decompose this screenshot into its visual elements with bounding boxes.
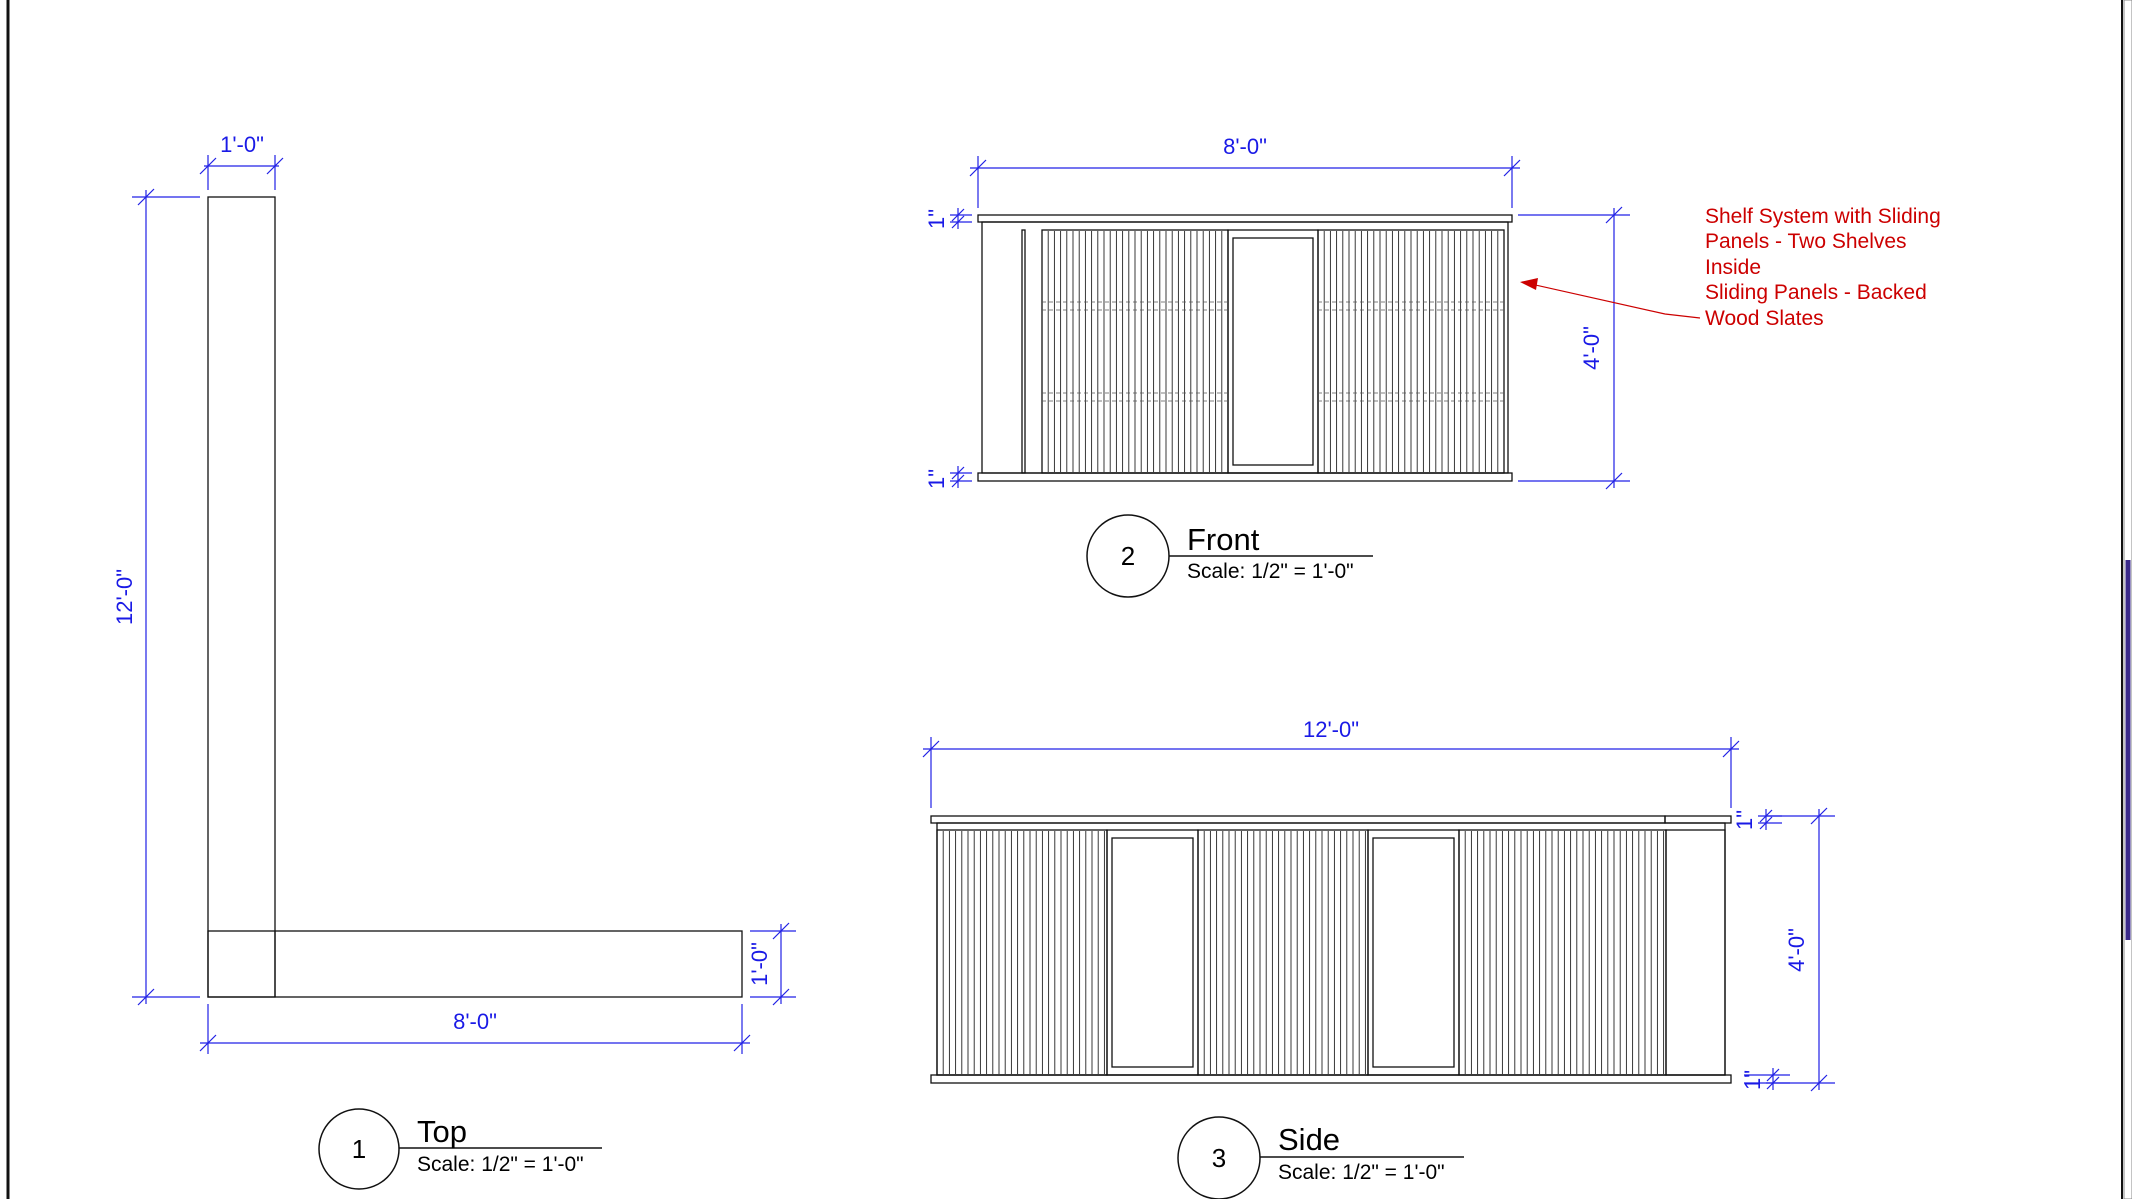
front-width-dimension: 8'-0" [969, 134, 1521, 208]
side-view: 12'-0" 4'-0" 1" 1" [922, 717, 1835, 1199]
side-bottom-thickness-label: 1" [1740, 1070, 1765, 1090]
front-open-panel [1227, 229, 1319, 474]
top-view-title: 1 Top Scale: 1/2" = 1'-0" [318, 1108, 602, 1190]
front-top-thickness-dimension: 1" [924, 208, 972, 229]
side-top-thickness-dimension: 1" [1732, 809, 1782, 830]
side-open-panel-2 [1367, 829, 1460, 1076]
front-view-title: 2 Front Scale: 1/2" = 1'-0" [1086, 514, 1373, 598]
front-bottom-thickness-label: 1" [924, 469, 949, 489]
side-view-outline [930, 815, 1732, 1084]
front-width-label: 8'-0" [1223, 134, 1267, 159]
front-shelf-lines [1042, 301, 1504, 402]
note-line-3: Inside [1705, 256, 1761, 279]
side-view-title: 3 Side Scale: 1/2" = 1'-0" [1177, 1116, 1464, 1199]
side-height-dimension: 4'-0" [1766, 807, 1835, 1092]
view-scale: Scale: 1/2" = 1'-0" [1187, 560, 1354, 583]
view-number-circle [1177, 1116, 1261, 1199]
side-height-label: 4'-0" [1784, 928, 1809, 972]
top-width-label: 1'-0" [220, 132, 264, 157]
view-scale: Scale: 1/2" = 1'-0" [417, 1153, 584, 1176]
top-height-label: 12'-0" [112, 569, 137, 625]
side-top-thickness-label: 1" [1732, 810, 1757, 830]
view-number: 1 [352, 1134, 366, 1164]
top-bottom-width-label: 8'-0" [453, 1009, 497, 1034]
side-bottom-thickness-dimension: 1" [1740, 1068, 1790, 1090]
view-title: Front [1187, 522, 1260, 557]
side-open-panel-1 [1106, 829, 1199, 1076]
front-height-dimension: 4'-0" [1518, 206, 1630, 490]
view-number: 3 [1212, 1143, 1226, 1173]
view-title: Side [1278, 1122, 1340, 1157]
view-title: Top [417, 1114, 467, 1149]
side-slats [942, 831, 1665, 1074]
top-view: 1'-0" 12'-0" 8'-0" 1'-0" [112, 132, 796, 1190]
note-line-2: Panels - Two Shelves [1705, 230, 1907, 253]
annotation-leader [1520, 278, 1701, 319]
top-width-dimension: 1'-0" [199, 132, 284, 190]
top-leg-height-dimension: 1'-0" [747, 922, 796, 1006]
annotation-note: Shelf System with Sliding Panels - Two S… [1705, 205, 1941, 330]
top-view-outline [207, 196, 743, 998]
view-number-circle [318, 1108, 400, 1190]
front-top-thickness-label: 1" [924, 209, 949, 229]
front-height-label: 4'-0" [1579, 326, 1604, 370]
top-bottom-width-dimension: 8'-0" [199, 1004, 751, 1054]
front-view-outline [977, 214, 1513, 482]
note-line-5: Wood Slates [1705, 307, 1824, 330]
note-line-1: Shelf System with Sliding [1705, 205, 1941, 228]
front-bottom-thickness-dimension: 1" [924, 466, 972, 489]
side-width-label: 12'-0" [1303, 717, 1359, 742]
top-height-dimension: 12'-0" [112, 188, 200, 1006]
front-slats [1047, 231, 1499, 472]
view-scale: Scale: 1/2" = 1'-0" [1278, 1161, 1445, 1184]
note-line-4: Sliding Panels - Backed [1705, 281, 1927, 304]
front-view: 8'-0" 4'-0" 1" 1" [924, 134, 1941, 598]
side-width-dimension: 12'-0" [922, 717, 1740, 808]
view-number: 2 [1121, 541, 1135, 571]
top-leg-height-label: 1'-0" [747, 942, 772, 986]
